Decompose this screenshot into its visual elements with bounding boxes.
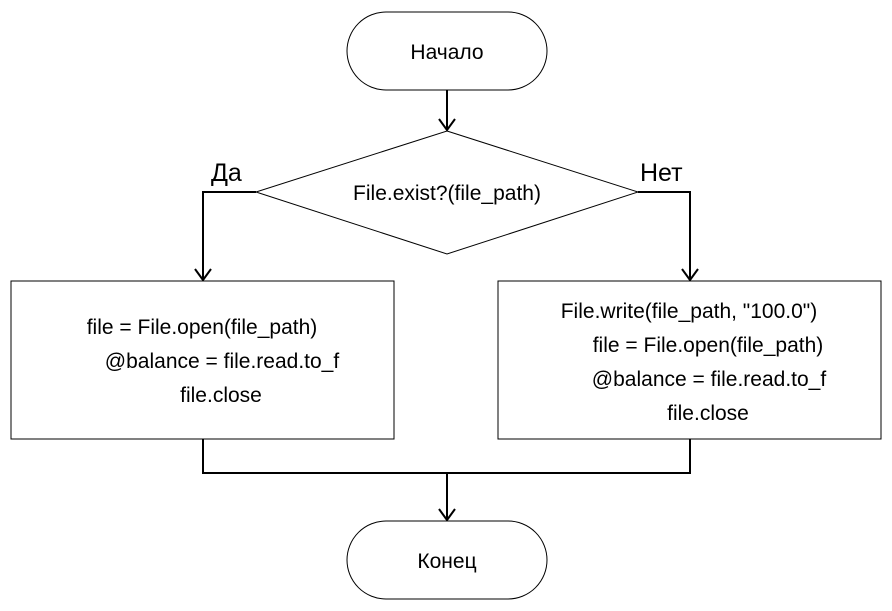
arrow-head-icon xyxy=(438,508,456,522)
process-no-line-2: file = File.open(file_path) xyxy=(593,334,824,357)
start-node: Начало xyxy=(346,11,548,91)
process-no-line-4: file.close xyxy=(667,402,749,425)
connector-start-to-decision xyxy=(438,90,456,132)
process-no-box xyxy=(497,280,882,440)
decision-label: File.exist?(file_path) xyxy=(353,182,541,205)
process-no-line-1: File.write(file_path, "100.0") xyxy=(561,300,818,323)
connector-decision-to-yes xyxy=(194,191,256,282)
process-no-line-3: @balance = file.read.to_f xyxy=(592,368,827,391)
connector-line xyxy=(202,191,256,279)
process-yes-line-1: file = File.open(file_path) xyxy=(87,316,318,339)
arrow-head-icon xyxy=(681,268,699,282)
connector-merge-line xyxy=(202,439,691,474)
arrow-head-icon xyxy=(438,118,456,132)
end-node: Конец xyxy=(346,520,548,600)
decision-node: File.exist?(file_path) xyxy=(254,130,640,255)
connector-decision-to-no xyxy=(638,191,699,282)
branch-no-label: Нет xyxy=(640,159,683,187)
end-label: Конец xyxy=(417,550,476,573)
process-yes-line-3: file.close xyxy=(180,384,262,407)
process-yes-box xyxy=(10,280,395,440)
branch-yes-label: Да xyxy=(211,159,242,187)
process-no-node: File.write(file_path, "100.0") file = Fi… xyxy=(497,280,882,440)
process-yes-line-2: @balance = file.read.to_f xyxy=(105,350,340,373)
process-yes-node: file = File.open(file_path) @balance = f… xyxy=(10,280,395,440)
connector-line xyxy=(638,191,691,279)
connector-merge-to-end xyxy=(202,439,691,522)
decision-diamond-shape xyxy=(254,130,640,255)
start-label: Начало xyxy=(410,41,483,64)
end-terminator-shape xyxy=(346,520,548,600)
arrow-head-icon xyxy=(194,268,212,282)
